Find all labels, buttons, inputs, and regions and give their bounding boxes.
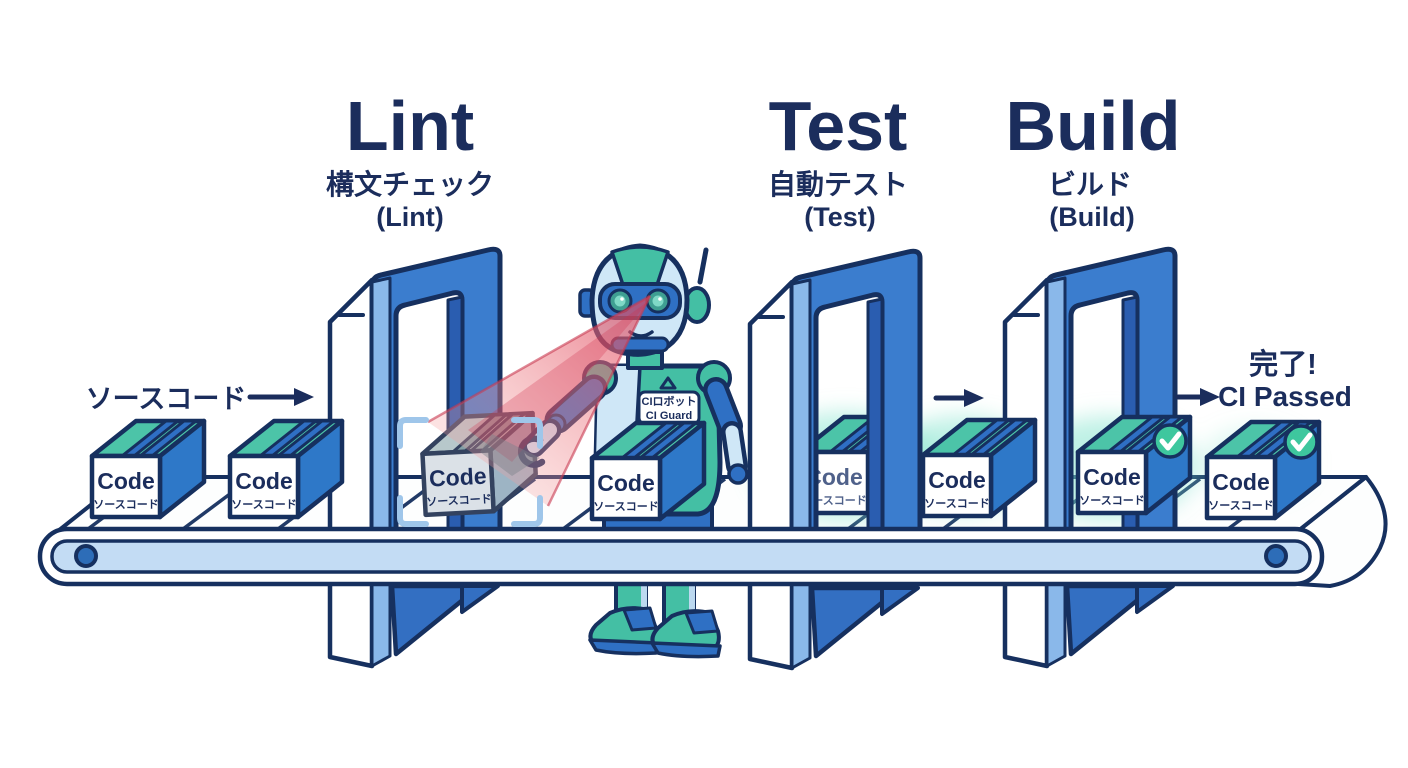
code-box-1: Code ソースコード: [92, 421, 204, 517]
code-box-label: Code: [928, 467, 986, 493]
code-box-8: Code ソースコード: [1207, 422, 1319, 518]
input-label: ソースコード: [86, 384, 247, 414]
checkmark-icon: [1285, 426, 1317, 458]
code-box-label: Code: [235, 468, 293, 494]
robot-boot-left: [588, 606, 660, 656]
result-label-jp: 完了!: [1249, 347, 1317, 381]
arrow-right-icon: [1175, 388, 1220, 406]
robot-eyes: [607, 288, 671, 314]
code-box-label: Code: [1083, 464, 1141, 490]
code-box-sublabel: ソースコード: [426, 492, 492, 508]
code-box-sublabel: ソースコード: [1079, 494, 1144, 507]
robot-arm-right: [696, 360, 749, 485]
code-box-sublabel: ソースコード: [231, 498, 296, 511]
robot-antenna: [697, 247, 709, 285]
robot-emblem: [659, 376, 677, 390]
stage-subtitle-jp: 自動テスト: [768, 169, 908, 200]
code-box-label: Code: [97, 468, 155, 494]
code-box-4: Code ソースコード: [592, 423, 704, 519]
result-label-group: 完了! CI Passed: [1175, 347, 1352, 412]
checkmark-icon: [1154, 425, 1186, 457]
robot-legs: [588, 582, 722, 659]
stage-label-build: Build ビルド (Build): [1006, 87, 1181, 232]
stage-subtitle-en: (Lint): [376, 202, 443, 232]
arrow-right-icon: [933, 389, 984, 407]
stage-subtitle-en: (Build): [1049, 202, 1134, 232]
code-box-6: Code ソースコード: [923, 420, 1035, 516]
code-box-2: Code ソースコード: [230, 421, 342, 517]
scan-frame-brackets: [397, 417, 543, 527]
robot-hand-right: [727, 463, 749, 485]
stage-label-test: Test 自動テスト (Test): [768, 87, 908, 232]
code-box-7: Code ソースコード: [1078, 417, 1190, 513]
conveyor-belt-band: [37, 526, 1325, 587]
stage-subtitle-en: (Test): [804, 202, 876, 232]
result-label-en: CI Passed: [1218, 381, 1352, 412]
code-box-sublabel: ソースコード: [593, 500, 658, 513]
code-box-label: Code: [597, 470, 655, 496]
code-box-sublabel: ソースコード: [924, 497, 989, 510]
stage-subtitle-jp: 構文チェック: [326, 168, 494, 200]
code-box-label: Code: [1212, 469, 1270, 495]
belt-roller-left: [74, 544, 98, 568]
stage-label-lint: Lint 構文チェック (Lint): [326, 87, 494, 232]
robot-head-stripe: [610, 245, 670, 290]
robot-badge-line1: CIロボット: [642, 394, 697, 408]
stage-subtitle-jp: ビルド: [1048, 169, 1132, 200]
stage-title: Test: [769, 87, 908, 165]
robot-badge: CIロボット CI Guard: [637, 390, 701, 426]
stage-title: Build: [1006, 87, 1181, 165]
code-box-sublabel: ソースコード: [1208, 499, 1273, 512]
code-box-sublabel: ソースコード: [93, 498, 158, 511]
stage-title: Lint: [346, 87, 474, 165]
robot-boot-right: [650, 609, 722, 659]
input-label-group: ソースコード: [86, 384, 314, 414]
robot-badge-line2: CI Guard: [646, 410, 692, 422]
belt-roller-right: [1264, 544, 1288, 568]
code-box-label: Code: [428, 463, 487, 492]
arrow-right-icon: [247, 388, 314, 406]
